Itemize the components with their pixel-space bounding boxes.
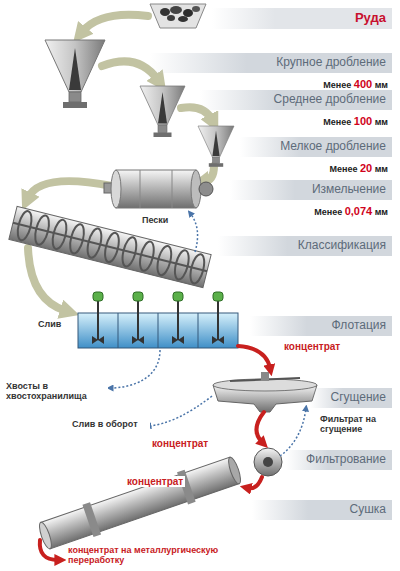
drum-filter — [254, 448, 282, 476]
stage-name: Сгущение — [310, 388, 392, 406]
thickener — [213, 372, 317, 412]
stage-band: Крупное дроблениеМенее 400 мм — [150, 53, 392, 73]
flow-label: Пески — [140, 216, 170, 226]
size-limit: Менее 20 мм — [329, 158, 388, 176]
flotation-machine — [78, 292, 238, 348]
stage-band: Сгущение — [310, 388, 392, 408]
ball-mill — [104, 170, 213, 208]
stage-band: Классификация — [218, 236, 392, 256]
flow-label: Слив — [36, 320, 63, 330]
flow-label: концентрат — [125, 476, 185, 487]
stage-band: ИзмельчениеМенее 0,074 мм — [230, 180, 392, 200]
stage-band: Фильтрование — [286, 450, 392, 470]
spiral-classifier — [9, 206, 211, 287]
concentrate-arrow — [40, 346, 270, 560]
stage-name: Среднее дробление — [200, 90, 392, 108]
stage-band: Сушка — [252, 500, 392, 520]
stage-name: Крупное дробление — [150, 53, 392, 71]
stage-name: Сушка — [252, 500, 392, 518]
stage-name: Руда — [212, 8, 392, 27]
medium-crusher — [140, 86, 185, 137]
stage-name: Фильтрование — [286, 450, 392, 468]
stage-name: Классификация — [218, 236, 392, 254]
flow-label: Слив в оборот — [70, 420, 150, 430]
flow-label: концентрат на металлургическую переработ… — [66, 546, 246, 566]
size-limit: Менее 0,074 мм — [314, 201, 388, 219]
stage-name: Измельчение — [230, 180, 392, 198]
flow-label: концентрат — [150, 438, 210, 449]
stage-band: Флотация — [250, 316, 392, 336]
stage-band: Руда — [212, 8, 392, 29]
stage-band: Среднее дроблениеМенее 100 мм — [200, 90, 392, 110]
coarse-crusher — [45, 40, 105, 108]
size-limit: Менее 100 мм — [323, 111, 388, 129]
ore-hopper — [150, 4, 206, 28]
stage-band: Мелкое дроблениеМенее 20 мм — [240, 137, 392, 157]
fine-crusher — [198, 126, 234, 167]
flow-label: Хвосты в хвостохранилища — [4, 382, 108, 402]
flow-label: концентрат — [282, 341, 342, 352]
rotary-dryer — [36, 453, 244, 553]
stage-name: Флотация — [250, 316, 392, 334]
stage-name: Мелкое дробление — [240, 137, 392, 155]
flow-label: Фильтрат на сгущение — [318, 415, 396, 435]
